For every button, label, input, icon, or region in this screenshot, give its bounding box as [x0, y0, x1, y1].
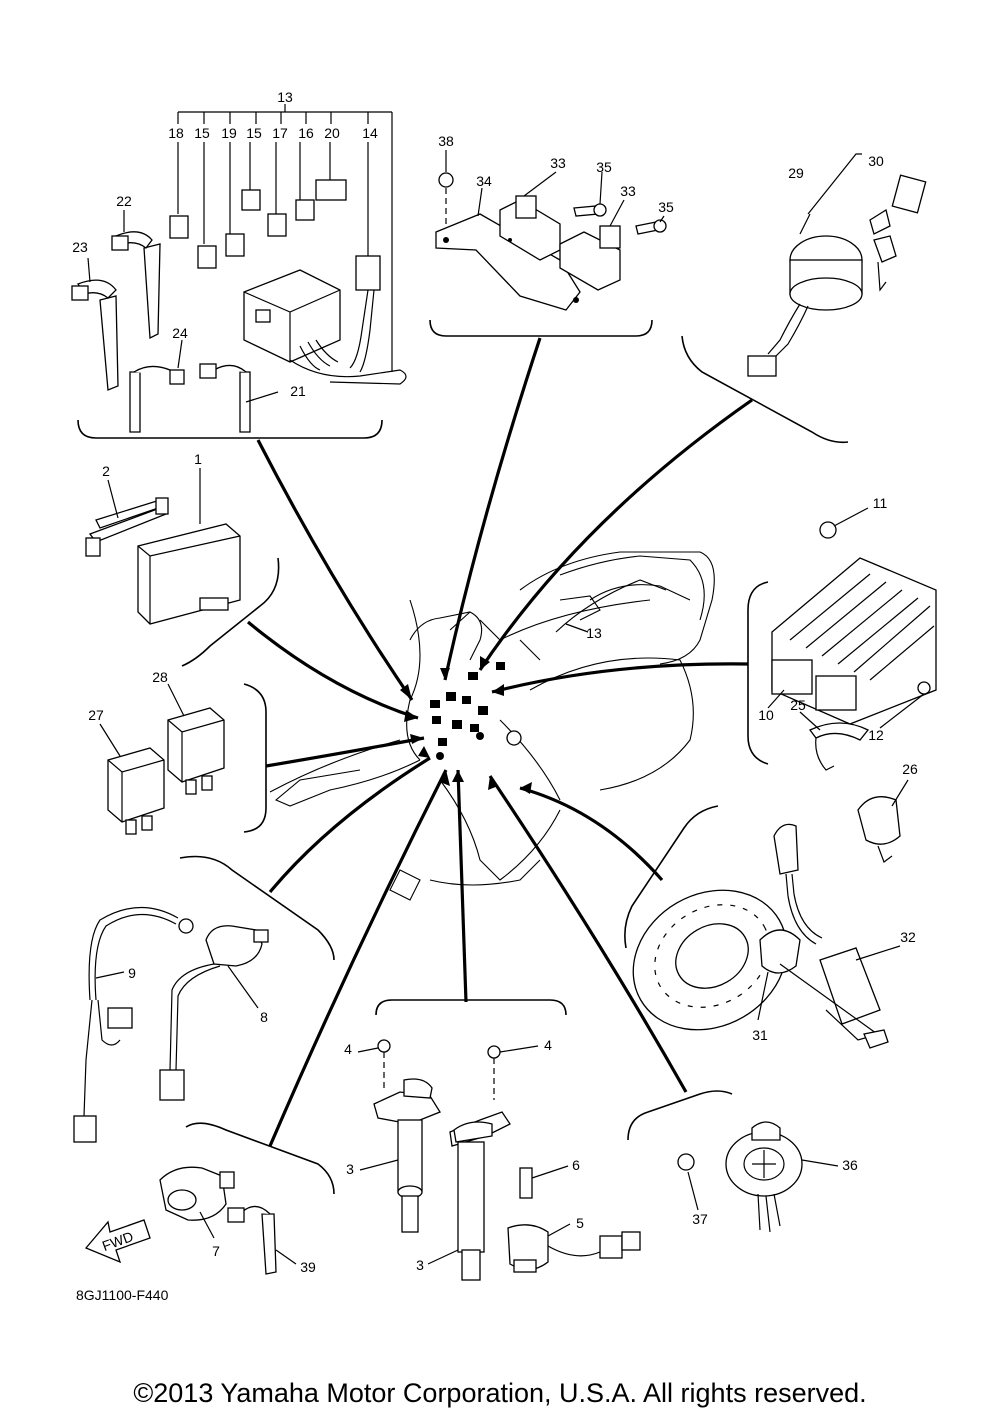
callout-12: 12 — [868, 727, 884, 743]
callout-36: 36 — [842, 1157, 858, 1173]
callout-3: 3 — [346, 1161, 354, 1177]
callout-5: 5 — [576, 1215, 584, 1231]
ecu-group — [85, 497, 241, 625]
callout-32: 32 — [900, 929, 916, 945]
diagram-code: 8GJ1100-F440 — [76, 1287, 169, 1303]
relays-group — [107, 707, 225, 835]
fuse-box-group — [71, 104, 407, 433]
ignition-coils-group — [373, 1039, 641, 1281]
callout-9: 9 — [128, 965, 136, 981]
leader-lines — [246, 337, 753, 1147]
callout-28: 28 — [152, 669, 168, 685]
callout-35: 35 — [596, 159, 612, 175]
callout-4: 4 — [544, 1037, 552, 1053]
callout-14: 14 — [362, 125, 378, 141]
callout-38: 38 — [438, 133, 454, 149]
callout-16: 16 — [298, 125, 314, 141]
callout-31: 31 — [752, 1027, 768, 1043]
copyright-notice: ©2013 Yamaha Motor Corporation, U.S.A. A… — [133, 1378, 867, 1408]
sensors-left-group — [73, 906, 269, 1143]
callout-6: 6 — [572, 1157, 580, 1173]
callout-4: 4 — [344, 1041, 352, 1057]
callout-3: 3 — [416, 1257, 424, 1273]
callout-leaders — [87, 150, 925, 1265]
motorcycle-frame-outline — [269, 551, 715, 901]
callout-1: 1 — [194, 451, 202, 467]
callout-30: 30 — [868, 153, 884, 169]
group-brackets — [77, 319, 849, 1195]
callout-11: 11 — [873, 495, 888, 511]
callout-7: 7 — [212, 1243, 220, 1259]
callout-39: 39 — [300, 1259, 316, 1275]
callout-18: 18 — [168, 125, 184, 141]
callout-24: 24 — [172, 325, 188, 341]
callout-15: 15 — [194, 125, 210, 141]
callout-19: 19 — [221, 125, 237, 141]
callout-23: 23 — [72, 239, 88, 255]
callout-20: 20 — [324, 125, 340, 141]
callout-25: 25 — [790, 697, 806, 713]
callout-10: 10 — [758, 707, 774, 723]
callout-13: 13 — [277, 89, 293, 105]
callout-35: 35 — [658, 199, 674, 215]
callout-33: 33 — [550, 155, 566, 171]
callout-34: 34 — [476, 173, 492, 189]
callout-33: 33 — [620, 183, 636, 199]
callout-27: 27 — [88, 707, 104, 723]
rectifier-group — [771, 521, 937, 863]
callout-37: 37 — [692, 1211, 708, 1227]
callout-15: 15 — [246, 125, 262, 141]
callout-26: 26 — [902, 761, 918, 777]
callout-2: 2 — [102, 463, 110, 479]
pressure-switch-group — [84, 1166, 277, 1275]
callout-17: 17 — [272, 125, 288, 141]
callout-13: 13 — [586, 625, 602, 641]
main-switch-group — [747, 153, 927, 377]
relay-bracket-group — [435, 172, 667, 311]
callout-8: 8 — [260, 1009, 268, 1025]
callout-21: 21 — [290, 383, 306, 399]
sensor-right-group — [677, 1121, 803, 1233]
callout-22: 22 — [116, 193, 132, 209]
wheel-sensor-group — [632, 823, 889, 1049]
callout-29: 29 — [788, 165, 804, 181]
